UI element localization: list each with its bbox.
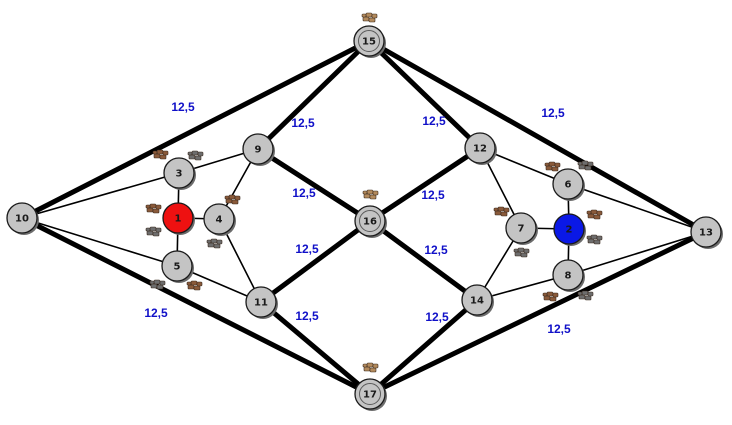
ore-resource-icon (187, 150, 204, 161)
node-5: 5 (161, 250, 194, 283)
node-4: 4 (203, 203, 236, 236)
wood-resource-icon (361, 12, 378, 23)
ore-resource-icon (145, 226, 162, 237)
node-label: 1 (175, 214, 182, 225)
node-17: 17 (354, 378, 387, 411)
edge-10-15 (19, 38, 372, 221)
node-14: 14 (461, 284, 494, 317)
edge-16-14 (367, 218, 480, 303)
edge-weight-label: 12,5 (295, 309, 319, 323)
clay-resource-icon (186, 280, 203, 291)
node-11: 11 (245, 286, 278, 319)
edge-weight-label: 12,5 (171, 100, 195, 114)
node-13: 13 (690, 216, 723, 249)
node-label: 11 (254, 298, 268, 309)
edge-8-13 (567, 231, 707, 276)
edge-weight-label: 12,5 (421, 188, 445, 202)
ore-resource-icon (513, 247, 530, 258)
ore-resource-icon (577, 290, 594, 301)
node-label: 4 (216, 215, 223, 226)
node-label: 16 (363, 217, 377, 228)
clay-resource-icon (542, 291, 559, 302)
edge-weight-label: 12,5 (295, 242, 319, 256)
node-label: 8 (565, 271, 572, 282)
edge-weight-label: 12,5 (541, 106, 565, 120)
node-label: 13 (699, 228, 713, 239)
edge-weight-label: 12,5 (144, 306, 168, 320)
edge-17-13 (367, 229, 709, 397)
node-3: 3 (163, 157, 196, 190)
weights-layer: 12,5 12,5 12,5 12,5 12,5 12,5 12,5 12,5 12,5 12,5… (144, 100, 571, 336)
node-label: 3 (176, 169, 183, 180)
node-10: 10 (6, 202, 39, 235)
edge-weight-label: 12,5 (422, 114, 446, 128)
wood-resource-icon (362, 189, 379, 200)
edge-15-12 (366, 38, 483, 151)
wood-resource-icon (362, 362, 379, 373)
edge-weight-label: 12,5 (547, 322, 571, 336)
node-label: 12 (473, 144, 487, 155)
clay-resource-icon (152, 149, 169, 160)
node-16: 16 (354, 205, 387, 238)
node-label: 15 (362, 37, 376, 48)
clay-resource-icon (493, 206, 510, 217)
node-label: 2 (566, 225, 573, 236)
edge-6-13 (567, 183, 707, 233)
edge-15-13 (366, 38, 709, 235)
node-8: 8 (552, 259, 585, 292)
node-12: 12 (464, 132, 497, 165)
edge-weight-label: 12,5 (292, 186, 316, 200)
clay-resource-icon (224, 194, 241, 205)
edge-16-12 (367, 145, 483, 224)
node-2: 2 (553, 213, 586, 246)
edge-11-17 (258, 299, 373, 397)
node-6: 6 (552, 168, 585, 201)
node-label: 6 (565, 180, 572, 191)
node-label: 14 (470, 296, 484, 307)
node-1: 1 (162, 202, 195, 235)
clay-resource-icon (145, 203, 162, 214)
node-label: 10 (15, 214, 29, 225)
icons-layer (145, 12, 603, 373)
ore-resource-icon (206, 238, 223, 249)
edge-11-16 (258, 218, 373, 305)
node-label: 17 (363, 390, 377, 401)
clay-resource-icon (586, 209, 603, 220)
ore-resource-icon (149, 279, 166, 290)
node-label: 5 (174, 262, 181, 273)
edge-9-15 (255, 38, 372, 152)
edge-17-14 (367, 297, 480, 397)
node-15: 15 (353, 25, 386, 58)
clay-resource-icon (544, 161, 561, 172)
edge-weight-label: 12,5 (424, 243, 448, 257)
ore-resource-icon (577, 160, 594, 171)
node-9: 9 (242, 133, 275, 166)
node-label: 9 (255, 145, 262, 156)
edge-weight-label: 12,5 (291, 116, 315, 130)
edge-weight-label: 12,5 (425, 310, 449, 324)
edge-10-5 (21, 217, 178, 267)
edge-10-3 (21, 172, 180, 219)
edge-10-17 (19, 215, 373, 397)
ore-resource-icon (586, 234, 603, 245)
edge-9-16 (255, 146, 373, 224)
node-label: 7 (518, 224, 525, 235)
node-7: 7 (505, 212, 538, 245)
